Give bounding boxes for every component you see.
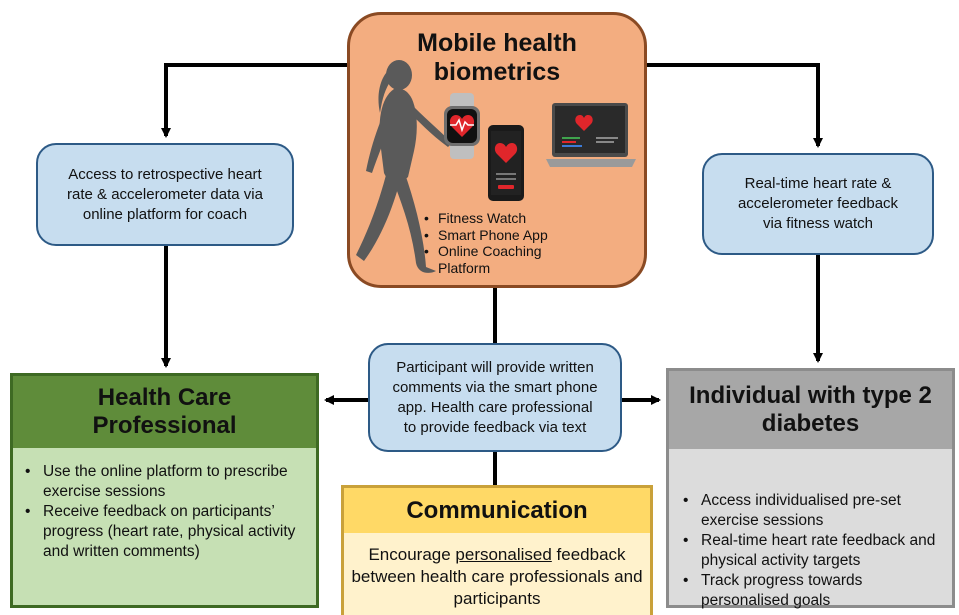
realtime-feedback-bubble: Real-time heart rate & accelerometer fee… — [702, 153, 934, 255]
mobile-health-title: Mobile health biometrics — [417, 29, 577, 86]
runner-silhouette-icon — [356, 60, 452, 273]
health-care-professional-title: Health Care Professional — [13, 376, 316, 448]
health-care-professional-panel: Health Care Professional Use the online … — [10, 373, 319, 608]
mobile-health-box: Mobile health biometrics — [347, 12, 647, 288]
list-item: Track progress towards personalised goal… — [683, 571, 946, 611]
smart-phone-app-icon — [488, 125, 524, 201]
device-item-online-coaching-platform: Online Coaching Platform — [424, 243, 566, 276]
communication-panel: Communication Encourage personalised fee… — [341, 485, 653, 615]
emphasis-personalised: personalised — [455, 545, 552, 564]
communication-body: Encourage personalised feedback between … — [351, 545, 643, 608]
list-item: Real-time heart rate feedback and physic… — [683, 531, 946, 571]
arrow-mobile-to-retrospective — [161, 63, 347, 138]
communication-title: Communication — [344, 488, 650, 533]
device-list: Fitness Watch Smart Phone App Online Coa… — [424, 210, 566, 276]
device-item-fitness-watch: Fitness Watch — [424, 210, 566, 227]
list-item: Use the online platform to prescribe exe… — [25, 462, 308, 502]
individual-title: Individual with type 2 diabetes — [669, 371, 952, 449]
fitness-watch-icon — [444, 93, 480, 159]
list-item: Receive feedback on participants’ progre… — [25, 502, 308, 562]
online-coaching-platform-icon — [546, 103, 636, 167]
written-comments-bubble: Participant will provide written comment… — [368, 343, 622, 452]
arrow-mobile-to-realtime — [647, 63, 823, 148]
list-item: Access individualised pre-set exercise s… — [683, 491, 946, 531]
retrospective-data-bubble: Access to retrospective heart rate & acc… — [36, 143, 294, 246]
individual-list: Access individualised pre-set exercise s… — [683, 491, 946, 611]
health-care-professional-list: Use the online platform to prescribe exe… — [25, 462, 308, 562]
individual-panel: Individual with type 2 diabetes Access i… — [666, 368, 955, 611]
device-item-smart-phone-app: Smart Phone App — [424, 227, 566, 244]
